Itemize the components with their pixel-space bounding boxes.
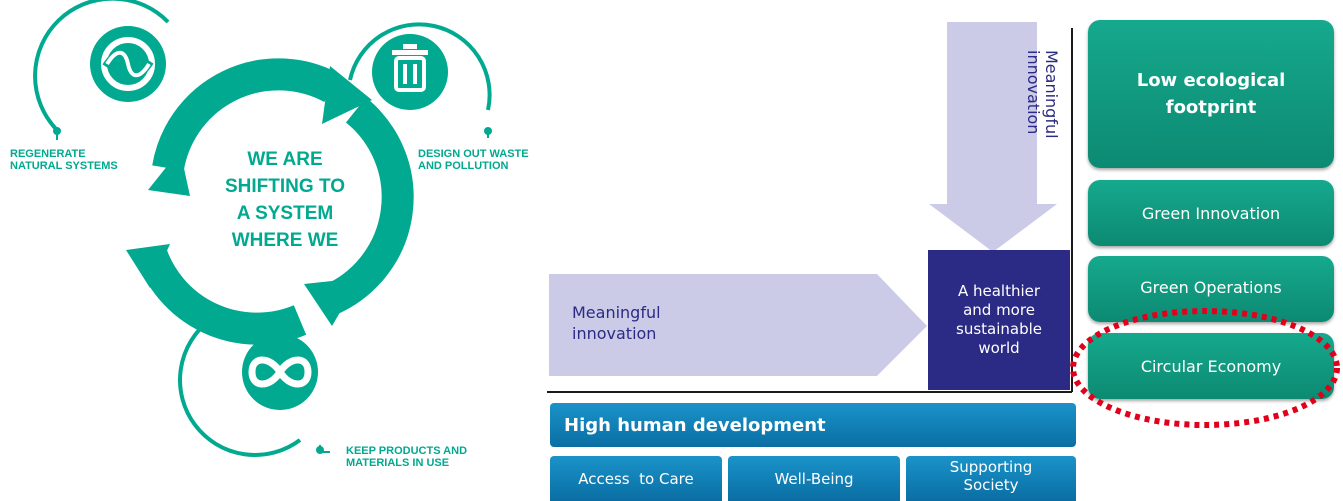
pillar-supporting-society-line-2: Society [963,476,1019,494]
label-regenerate-1: REGENERATE [10,148,86,160]
label-regenerate: REGENERATE NATURAL SYSTEMS [10,148,118,172]
pillar-well-being-label: Well-Being [774,469,854,488]
goal-line-4: world [978,339,1020,357]
vertical-arrow-label: Meaningful innovation [1024,50,1061,139]
horizontal-arrow-label-2: innovation [572,324,657,343]
connector-dots [53,127,492,454]
goal-line-3: sustainable [956,320,1042,338]
highlight-ellipse [1070,308,1340,428]
pillar-access-to-care: Access to Care [550,456,722,501]
pillar-well-being: Well-Being [728,456,900,501]
center-shift: SHIFTING [225,176,314,197]
green-operations-label: Green Operations [1140,278,1282,297]
green-innovation-box: Green Innovation [1088,180,1334,246]
goal-box: A healthier and more sustainable world [928,250,1070,390]
label-design-1: DESIGN OUT WASTE [418,148,529,160]
low-ecological-line-1: Low ecological [1136,70,1286,91]
pillar-supporting-society: Supporting Society [906,456,1076,501]
dot-design [484,127,492,135]
goal-line-2: and more [963,301,1035,319]
dot-keep [316,446,324,454]
circular-diagram [33,0,492,457]
center-to: TO [313,176,345,197]
low-ecological-footprint-box: Low ecological footprint [1088,20,1334,168]
center-line-4: WHERE WE [231,230,339,251]
center-line-1: WE ARE [247,149,323,170]
dot-regenerate [53,127,61,135]
horizontal-arrow-label: Meaningful innovation [572,302,661,344]
high-human-development-label: High human development [564,414,826,436]
center-line-2: SHIFTING TO [205,173,365,200]
high-human-development-bar: High human development [550,403,1076,447]
label-keep-2: MATERIALS IN USE [346,457,450,469]
circular-ring [134,58,414,345]
circular-economy-box: Circular Economy [1088,333,1334,399]
framework-arrows [547,22,1073,393]
circular-center-text: WE ARE SHIFTING TO A SYSTEM WHERE WE [205,146,365,254]
pillar-access-to-care-label: Access to Care [578,469,694,488]
bin-icon [372,34,448,110]
goal-line-1: A healthier [957,282,1041,300]
label-keep: KEEP PRODUCTS AND MATERIALS IN USE [346,445,467,469]
horizontal-arrow-label-1: Meaningful [572,303,661,322]
circular-economy-label: Circular Economy [1140,356,1282,376]
icon-arcs [33,0,492,457]
green-operations-box: Green Operations [1088,256,1334,322]
regenerate-icon [90,26,166,102]
label-keep-1: KEEP PRODUCTS AND [346,445,468,457]
label-design-2: AND POLLUTION [418,160,509,172]
horizontal-arrow [549,274,927,376]
label-design: DESIGN OUT WASTE AND POLLUTION [418,148,529,172]
pillar-supporting-society-line-1: Supporting [949,458,1033,476]
ring-arrowheads [126,66,372,326]
low-ecological-line-2: footprint [1165,97,1257,118]
green-innovation-label: Green Innovation [1141,203,1281,223]
center-line-3: A SYSTEM [236,203,334,224]
label-regenerate-2: NATURAL SYSTEMS [10,160,118,172]
infinity-icon [242,334,318,410]
vertical-arrow [929,22,1057,252]
